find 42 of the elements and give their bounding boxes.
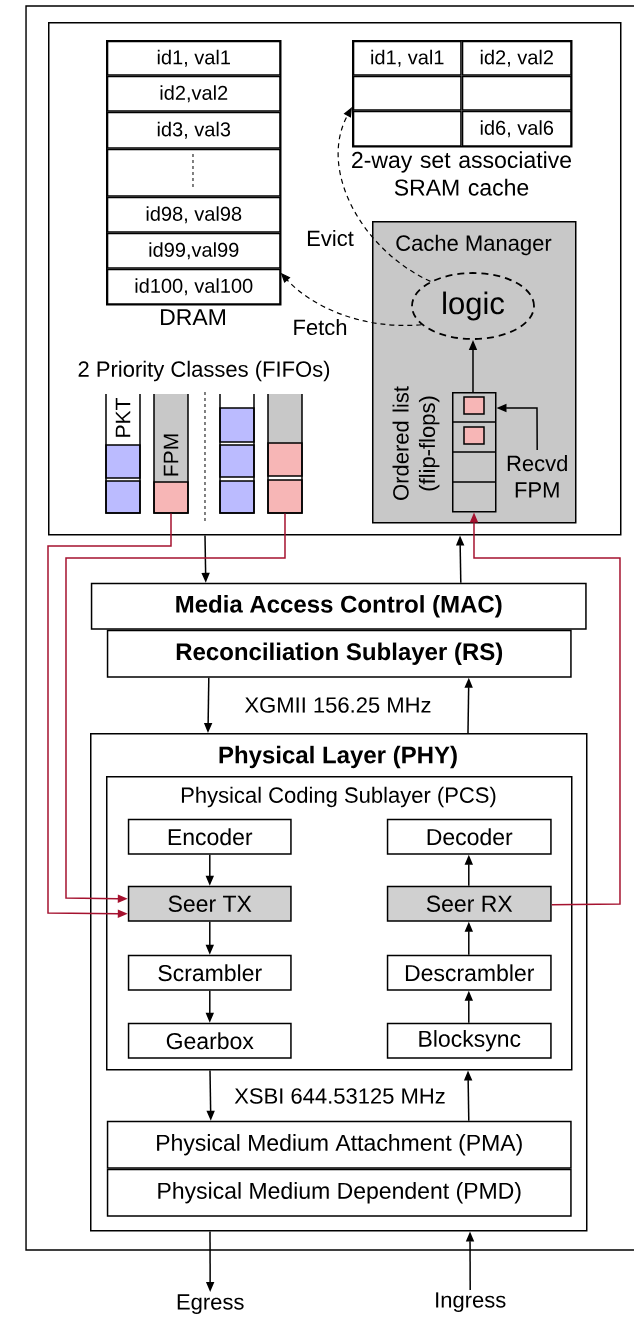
process-box: Seer RX bbox=[386, 885, 552, 922]
process-box: Physical Medium Attachment (PMA) bbox=[106, 1120, 572, 1169]
node-label: PKT bbox=[115, 398, 131, 437]
process-box: Physical Medium Dependent (PMD) bbox=[106, 1168, 572, 1217]
text-label: Recvd FPM bbox=[507, 455, 567, 498]
table-cell bbox=[352, 110, 462, 147]
layer-box: Media Access Control (MAC) bbox=[90, 582, 587, 630]
annotation: 2 Priority Classes (FIFOs) bbox=[78, 360, 330, 382]
process-box: Seer TX bbox=[127, 885, 292, 922]
table-cell: id6, val6 bbox=[461, 110, 572, 147]
table-cell bbox=[461, 75, 572, 111]
text-label: Egress bbox=[177, 1294, 244, 1315]
table-cell: id100, val100 bbox=[106, 268, 281, 305]
fifo-queue: FPM bbox=[153, 393, 189, 514]
process-box: Gearbox bbox=[127, 1022, 292, 1059]
table-cell: id1, val1 bbox=[352, 40, 462, 76]
table-cell: id98, val98 bbox=[106, 196, 281, 233]
table-cell: id1, val1 bbox=[106, 40, 281, 76]
process-box: Decoder bbox=[386, 818, 552, 855]
process-box: Encoder bbox=[127, 818, 292, 855]
arrow bbox=[337, 107, 431, 283]
process-box: Scrambler bbox=[127, 954, 292, 991]
table-cell: id2,val2 bbox=[106, 75, 281, 112]
table-cell bbox=[106, 148, 281, 197]
fifo-queue bbox=[267, 393, 303, 514]
table-cell bbox=[352, 75, 462, 111]
annotation: XGMII 156.25 MHz bbox=[244, 697, 431, 713]
table-caption: 2-way set associative SRAM cache bbox=[352, 151, 571, 196]
text-label: Ingress bbox=[436, 1292, 506, 1313]
arrow bbox=[47, 512, 172, 918]
layer-box: Reconciliation Sublayer (RS) bbox=[106, 629, 572, 678]
table-cell: id3, val3 bbox=[106, 111, 281, 149]
fifo-queue bbox=[219, 393, 255, 514]
table-cell: id2, val2 bbox=[461, 40, 572, 76]
table-caption: DRAM bbox=[161, 309, 225, 326]
annotation: XSBI 644.53125 MHz bbox=[234, 1088, 445, 1104]
rotated-label: Ordered list (flip-flops) bbox=[392, 386, 440, 500]
fifo-queue: PKT bbox=[105, 393, 141, 514]
arrow bbox=[65, 512, 286, 903]
process-box: Descrambler bbox=[386, 954, 552, 991]
table-cell: id99,val99 bbox=[106, 232, 281, 269]
process-box: Blocksync bbox=[386, 1022, 552, 1059]
